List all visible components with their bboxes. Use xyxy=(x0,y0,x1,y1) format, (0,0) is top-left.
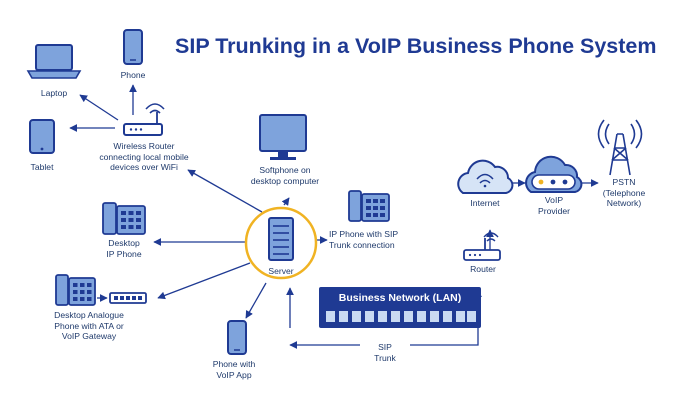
voip-provider-cloud-icon xyxy=(525,155,583,193)
mobile-phone-icon xyxy=(123,29,143,65)
arrow-to-voip-app-phone xyxy=(245,282,267,319)
pstn-label: PSTN (Telephone Network) xyxy=(602,177,646,208)
wireless-router-icon xyxy=(123,103,165,136)
arrow-to-wireless-router xyxy=(187,169,263,213)
router-icon xyxy=(463,232,501,261)
sip-ip-phone-icon xyxy=(348,190,390,222)
business-network-switch xyxy=(319,287,481,328)
arrow-to-analogue-phone xyxy=(157,262,251,300)
laptop-label: Laptop xyxy=(40,88,68,98)
phone-label: Phone xyxy=(120,70,146,80)
business-network-label: Business Network (LAN) xyxy=(338,292,462,304)
tablet-label: Tablet xyxy=(30,162,54,172)
wireless-router-label: Wireless Router connecting local mobile … xyxy=(99,141,189,172)
pstn-tower-icon xyxy=(597,119,643,176)
voip-provider-label: VoIP Provider xyxy=(538,195,570,216)
arrow-to-softphone xyxy=(281,197,290,206)
voip-app-phone-label: Phone with VoIP App xyxy=(212,359,256,380)
internet-label: Internet xyxy=(470,198,500,208)
tablet-icon xyxy=(29,119,55,154)
voip-app-phone-icon xyxy=(227,320,247,355)
server-label: Server xyxy=(268,266,294,276)
internet-cloud-icon xyxy=(457,159,514,194)
page-title: SIP Trunking in a VoIP Business Phone Sy… xyxy=(175,34,657,58)
monitor-icon xyxy=(259,114,307,160)
desktop-ip-phone-icon xyxy=(102,202,146,235)
analogue-phone-label: Desktop Analogue Phone with ATA or VoIP … xyxy=(54,310,124,341)
ip-phone-sip-label: IP Phone with SIP Trunk connection xyxy=(329,229,399,250)
arrow-to-laptop xyxy=(79,94,119,121)
analogue-phone-icon xyxy=(55,274,96,306)
ata-gateway-icon xyxy=(109,292,147,304)
desktop-ip-phone-label: Desktop IP Phone xyxy=(106,238,142,259)
router-label: Router xyxy=(470,264,496,274)
sip-trunk-label: SIP Trunk xyxy=(360,342,410,363)
laptop-icon xyxy=(26,44,82,79)
server-icon xyxy=(244,206,318,280)
softphone-label: Softphone on desktop computer xyxy=(250,165,320,186)
